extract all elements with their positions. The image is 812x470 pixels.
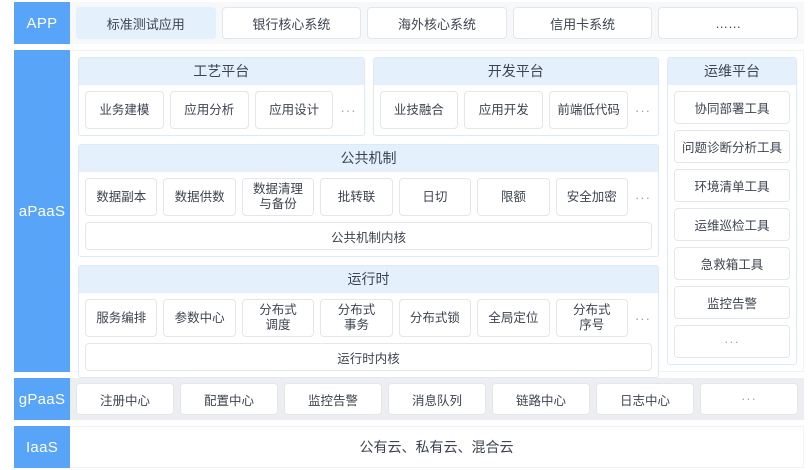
dev-item-frontend-lowcode[interactable]: 前端低代码 <box>549 91 628 129</box>
gpaas-item-tracing-center[interactable]: 链路中心 <box>492 383 590 415</box>
panel-craft-body: 业务建模 应用分析 应用设计 ··· <box>79 85 364 135</box>
layer-apaas-label: aPaaS <box>14 50 70 372</box>
runtime-item-distributed-scheduling[interactable]: 分布式 调度 <box>241 299 315 337</box>
layer-iaas-label: IaaS <box>14 426 70 468</box>
app-item-standard-test[interactable]: 标准测试应用 <box>76 7 216 39</box>
app-item-overseas-core[interactable]: 海外核心系统 <box>367 7 507 39</box>
runtime-kernel[interactable]: 运行时内核 <box>85 343 652 371</box>
panel-runtime-title: 运行时 <box>79 266 658 293</box>
panel-ops-body: 协同部署工具 问题诊断分析工具 环境清单工具 运维巡检工具 急救箱工具 监控告警… <box>668 85 796 364</box>
panel-dev-body: 业技融合 应用开发 前端低代码 ··· <box>374 85 659 135</box>
gpaas-item-config-center[interactable]: 配置中心 <box>180 383 278 415</box>
gpaas-item-message-queue[interactable]: 消息队列 <box>388 383 486 415</box>
layer-app-label: APP <box>14 2 70 44</box>
dev-chip-row: 业技融合 应用开发 前端低代码 ··· <box>379 91 653 129</box>
panel-ops-title: 运维平台 <box>668 58 796 85</box>
apaas-ops-column: 运维平台 协同部署工具 问题诊断分析工具 环境清单工具 运维巡检工具 急救箱工具… <box>667 57 797 365</box>
panel-dev-platform: 开发平台 业技融合 应用开发 前端低代码 ··· <box>372 57 659 136</box>
panel-common-title: 公共机制 <box>79 145 658 172</box>
common-item-data-clean-backup[interactable]: 数据清理 与备份 <box>241 178 315 216</box>
layer-gpaas: gPaaS 注册中心 配置中心 监控告警 消息队列 链路中心 日志中心 ··· <box>14 378 804 420</box>
ops-item-monitoring-alarm[interactable]: 监控告警 <box>674 286 790 319</box>
layer-iaas: IaaS 公有云、私有云、混合云 <box>14 426 804 468</box>
runtime-item-service-orchestration[interactable]: 服务编排 <box>85 299 158 337</box>
apaas-main-column: 工艺平台 业务建模 应用分析 应用设计 ··· 开发平台 <box>78 57 659 378</box>
iaas-cloud-types: 公有云、私有云、混合云 <box>359 439 514 455</box>
gpaas-item-monitoring-alarm[interactable]: 监控告警 <box>284 383 382 415</box>
panel-dev-title: 开发平台 <box>373 58 658 85</box>
common-item-security-encryption[interactable]: 安全加密 <box>555 178 628 216</box>
panel-ops-platform: 运维平台 协同部署工具 问题诊断分析工具 环境清单工具 运维巡检工具 急救箱工具… <box>667 57 797 365</box>
ops-item-ops-inspection-tool[interactable]: 运维巡检工具 <box>674 208 790 241</box>
panel-craft-platform: 工艺平台 业务建模 应用分析 应用设计 ··· <box>78 57 365 136</box>
panel-runtime-body: 服务编排 参数中心 分布式 调度 分布式 事务 分布式锁 全局定位 分布式 序号… <box>79 293 658 377</box>
layer-apaas-body: 工艺平台 业务建模 应用分析 应用设计 ··· 开发平台 <box>70 50 804 378</box>
ops-item-first-aid-kit-tool[interactable]: 急救箱工具 <box>674 247 790 280</box>
common-mechanism-kernel[interactable]: 公共机制内核 <box>85 222 652 250</box>
common-chip-row: 数据副本 数据供数 数据清理 与备份 批转联 日切 限额 安全加密 ··· <box>85 178 652 216</box>
runtime-item-distributed-lock[interactable]: 分布式锁 <box>398 299 472 337</box>
craft-item-business-modeling[interactable]: 业务建模 <box>85 91 164 129</box>
common-item-day-cutoff[interactable]: 日切 <box>398 178 472 216</box>
panel-runtime: 运行时 服务编排 参数中心 分布式 调度 分布式 事务 分布式锁 全局定位 分布… <box>78 265 659 378</box>
app-item-bank-core[interactable]: 银行核心系统 <box>221 7 362 39</box>
ops-item-more[interactable]: ··· <box>674 325 790 358</box>
layer-gpaas-items: 注册中心 配置中心 监控告警 消息队列 链路中心 日志中心 ··· <box>70 378 804 420</box>
layer-iaas-body: 公有云、私有云、混合云 <box>70 426 804 468</box>
craft-chip-row: 业务建模 应用分析 应用设计 ··· <box>85 91 358 129</box>
ops-item-problem-diagnosis-tool[interactable]: 问题诊断分析工具 <box>674 130 790 163</box>
dev-item-app-development[interactable]: 应用开发 <box>464 91 544 129</box>
runtime-item-global-positioning[interactable]: 全局定位 <box>477 299 550 337</box>
layer-app-items: 标准测试应用 银行核心系统 海外核心系统 信用卡系统 …… <box>70 2 804 44</box>
layer-gpaas-label: gPaaS <box>14 378 70 420</box>
app-item-more[interactable]: …… <box>658 7 798 39</box>
gpaas-item-log-center[interactable]: 日志中心 <box>596 383 694 415</box>
ops-item-environment-inventory-tool[interactable]: 环境清单工具 <box>674 169 790 202</box>
app-item-credit-card[interactable]: 信用卡系统 <box>512 7 653 39</box>
gpaas-item-more[interactable]: ··· <box>700 383 798 415</box>
craft-item-app-analysis[interactable]: 应用分析 <box>169 91 249 129</box>
runtime-more-ellipsis[interactable]: ··· <box>634 310 651 326</box>
ops-item-collaborative-deploy-tool[interactable]: 协同部署工具 <box>674 91 790 124</box>
common-item-quota[interactable]: 限额 <box>477 178 550 216</box>
layer-app: APP 标准测试应用 银行核心系统 海外核心系统 信用卡系统 …… <box>14 2 804 44</box>
dev-more-ellipsis[interactable]: ··· <box>634 102 651 118</box>
gpaas-item-registry-center[interactable]: 注册中心 <box>76 383 174 415</box>
runtime-item-distributed-transaction[interactable]: 分布式 事务 <box>320 299 393 337</box>
layer-apaas: aPaaS 工艺平台 业务建模 应用分析 应用设计 ··· <box>14 50 804 378</box>
common-item-batch-transfer[interactable]: 批转联 <box>320 178 393 216</box>
craft-more-ellipsis[interactable]: ··· <box>340 102 357 118</box>
panel-craft-title: 工艺平台 <box>79 58 364 85</box>
common-item-data-supply[interactable]: 数据供数 <box>163 178 236 216</box>
craft-item-app-design[interactable]: 应用设计 <box>254 91 334 129</box>
panel-common-body: 数据副本 数据供数 数据清理 与备份 批转联 日切 限额 安全加密 ··· 公共… <box>79 172 658 256</box>
runtime-item-distributed-sequence[interactable]: 分布式 序号 <box>555 299 628 337</box>
apaas-top-row: 工艺平台 业务建模 应用分析 应用设计 ··· 开发平台 <box>78 57 659 136</box>
dev-item-biz-tech-fusion[interactable]: 业技融合 <box>379 91 459 129</box>
runtime-chip-row: 服务编排 参数中心 分布式 调度 分布式 事务 分布式锁 全局定位 分布式 序号… <box>85 299 652 337</box>
runtime-item-parameter-center[interactable]: 参数中心 <box>163 299 236 337</box>
common-more-ellipsis[interactable]: ··· <box>634 189 651 205</box>
common-item-data-replica[interactable]: 数据副本 <box>85 178 158 216</box>
panel-common-mechanism: 公共机制 数据副本 数据供数 数据清理 与备份 批转联 日切 限额 安全加密 ·… <box>78 144 659 257</box>
